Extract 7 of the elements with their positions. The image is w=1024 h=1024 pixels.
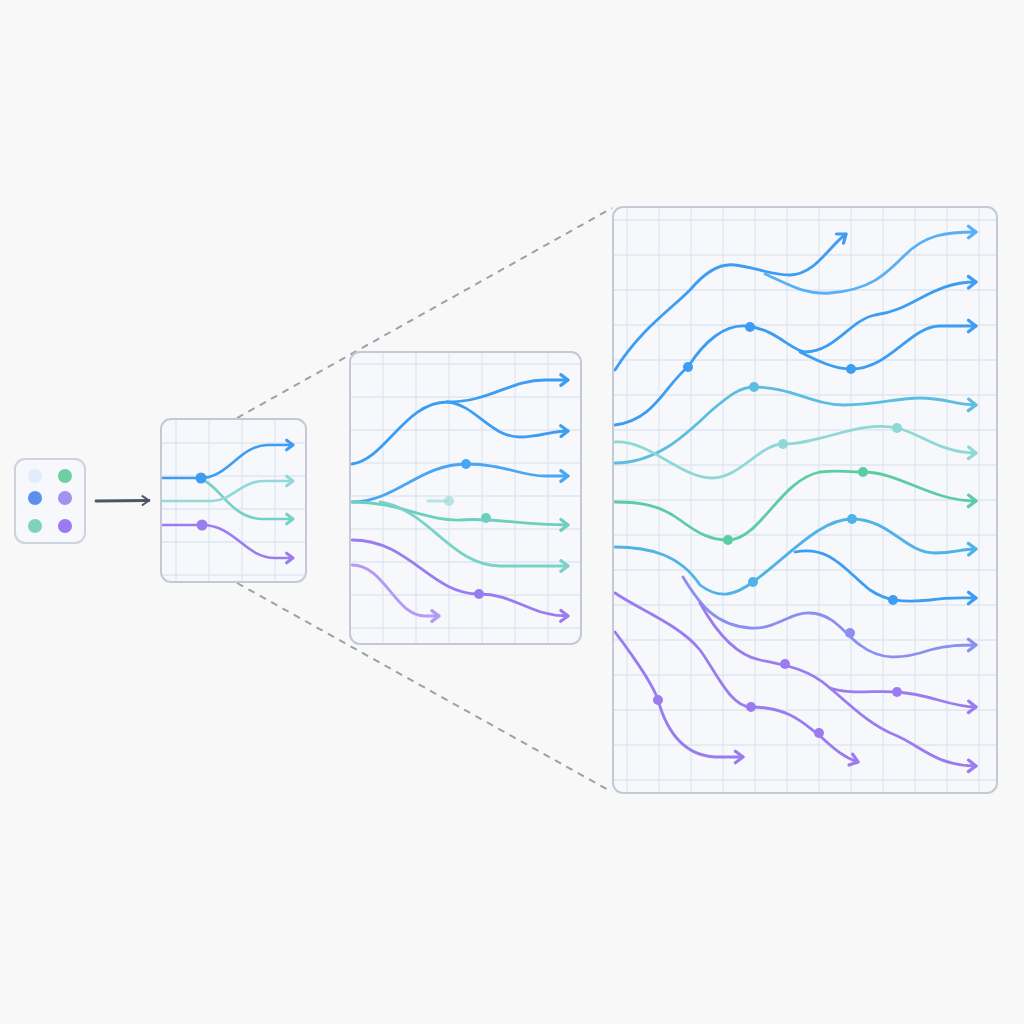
grid-panel (612, 206, 998, 794)
grid-panel (160, 418, 307, 583)
arrow (94, 495, 151, 507)
dot-tile (14, 458, 86, 544)
dashed-connector-line (236, 207, 613, 419)
dashed-connector-line (236, 582, 613, 793)
grid-panel (349, 351, 582, 645)
